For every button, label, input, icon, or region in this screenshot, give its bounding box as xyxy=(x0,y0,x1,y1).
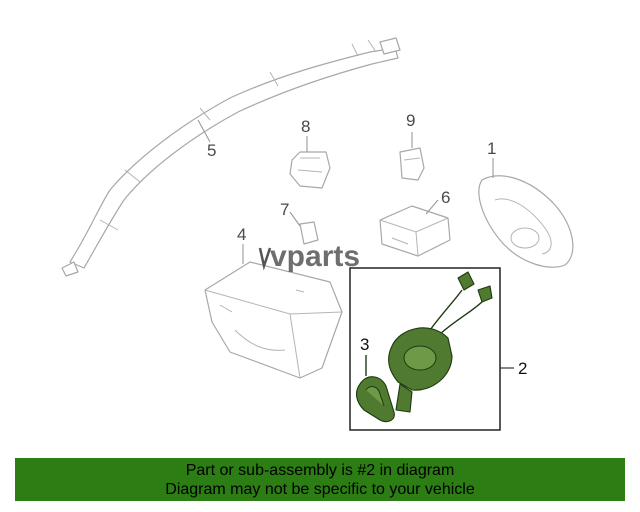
leader-5 xyxy=(197,119,211,143)
callout-9: 9 xyxy=(406,111,415,130)
leader-6 xyxy=(425,199,439,215)
callout-5: 5 xyxy=(207,141,216,160)
banner-line-2: Diagram may not be specific to your vehi… xyxy=(165,480,475,498)
ring-part-3 xyxy=(355,376,395,423)
banner-line-1: Part or sub-assembly is #2 in diagram xyxy=(185,461,455,479)
driver-airbag-part xyxy=(478,175,574,268)
sensor-part-8 xyxy=(289,151,331,189)
callout-7: 7 xyxy=(280,200,289,219)
leader-7 xyxy=(289,211,301,227)
banner-background xyxy=(15,458,625,501)
sensor-part-9 xyxy=(399,147,425,181)
control-module-part xyxy=(379,205,451,257)
passenger-airbag-part xyxy=(204,261,343,379)
callout-4: 4 xyxy=(237,225,246,244)
callout-1: 1 xyxy=(487,139,496,158)
curtain-airbag-part xyxy=(61,37,401,277)
vparts-logo: vparts xyxy=(258,240,360,273)
callout-3: 3 xyxy=(360,335,369,354)
callout-2: 2 xyxy=(518,359,527,378)
callout-6: 6 xyxy=(441,188,450,207)
sensor-part-7 xyxy=(299,221,319,245)
watermark-text: vparts xyxy=(270,240,360,273)
info-banner: Part or sub-assembly is #2 in diagram Di… xyxy=(15,458,625,501)
callout-8: 8 xyxy=(301,117,310,136)
clock-spring-part xyxy=(388,271,493,413)
